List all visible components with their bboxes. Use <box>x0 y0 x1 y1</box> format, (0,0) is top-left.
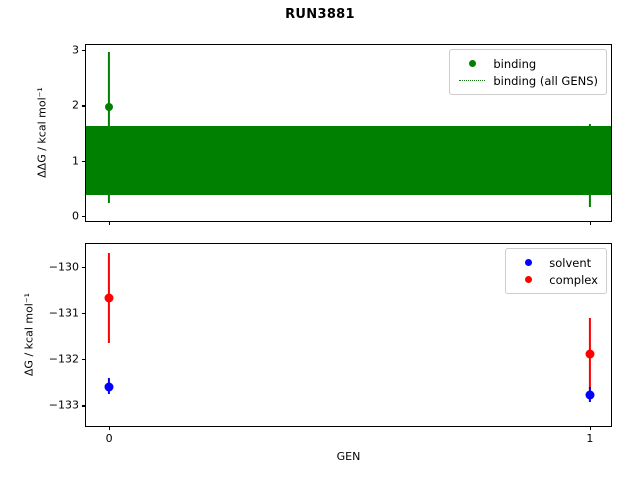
bottom-ytick-m132 <box>82 359 86 361</box>
solvent-marker-gen0 <box>104 382 114 392</box>
binding-marker-gen1 <box>585 163 594 172</box>
legend-marker-icon-solvent <box>513 259 543 266</box>
top-axes-panel: 3 2 1 0 binding <box>72 44 612 225</box>
legend-marker-icon-binding <box>457 60 487 67</box>
bottom-legend: solvent complex <box>505 248 607 294</box>
bottom-ytick-m130 <box>82 266 86 268</box>
legend-entry-binding: binding <box>457 55 598 72</box>
bottom-yticklabel-m130: −130 <box>48 260 79 273</box>
bottom-yticklabel-m132: −132 <box>48 352 79 366</box>
complex-marker-gen0 <box>104 293 114 303</box>
bottom-plot-area <box>86 244 611 426</box>
solvent-marker-gen1 <box>585 390 595 400</box>
top-xtick-1 <box>589 221 592 225</box>
legend-label-complex: complex <box>549 272 598 287</box>
top-ytick-1 <box>82 160 86 162</box>
top-plot-area <box>86 45 611 221</box>
complex-marker-gen1 <box>585 349 595 359</box>
bottom-ylabel: ΔG / kcal mol⁻¹ <box>22 292 36 377</box>
top-legend: binding binding (all GENS) <box>449 49 607 95</box>
legend-marker-icon-complex <box>513 276 543 283</box>
legend-entry-complex: complex <box>513 271 598 288</box>
top-ytick-2 <box>82 105 86 107</box>
bottom-yticklabel-m133: −133 <box>48 398 79 412</box>
legend-label-binding-all-gens: binding (all GENS) <box>493 73 598 88</box>
bottom-xtick-0 <box>109 426 111 430</box>
top-ytick-3 <box>82 50 86 52</box>
bottom-xtick-1 <box>589 426 592 430</box>
top-yticklabel-3: 3 <box>72 43 79 57</box>
top-xtick-0 <box>109 221 111 225</box>
legend-entry-binding-all-gens: binding (all GENS) <box>457 72 598 89</box>
binding-marker-gen0 <box>105 103 114 111</box>
bottom-ytick-m133 <box>82 405 86 407</box>
legend-dotted-line-icon <box>457 80 487 81</box>
bottom-ytick-m131 <box>82 312 86 315</box>
top-ylabel: ΔΔG / kcal mol⁻¹ <box>35 87 49 178</box>
bottom-yticklabel-m131: −131 <box>48 306 79 320</box>
figure-title: RUN3881 <box>285 7 355 22</box>
x-axis-label: GEN <box>336 450 361 463</box>
top-yticklabel-2: 2 <box>72 98 79 112</box>
legend-label-binding: binding <box>493 56 537 71</box>
top-ytick-0 <box>82 216 86 218</box>
legend-label-solvent: solvent <box>549 255 592 270</box>
binding-errorbar-gen0 <box>108 51 111 204</box>
binding-all-gens-band <box>86 125 611 195</box>
legend-entry-solvent: solvent <box>513 254 598 271</box>
top-yticklabel-1: 1 <box>72 154 79 168</box>
bottom-xticklabel-0: 0 <box>105 432 113 445</box>
bottom-axes-panel: −130 −131 −132 −133 0 1 <box>49 243 612 445</box>
top-yticklabel-0: 0 <box>72 209 79 223</box>
bottom-xticklabel-1: 1 <box>586 432 594 445</box>
